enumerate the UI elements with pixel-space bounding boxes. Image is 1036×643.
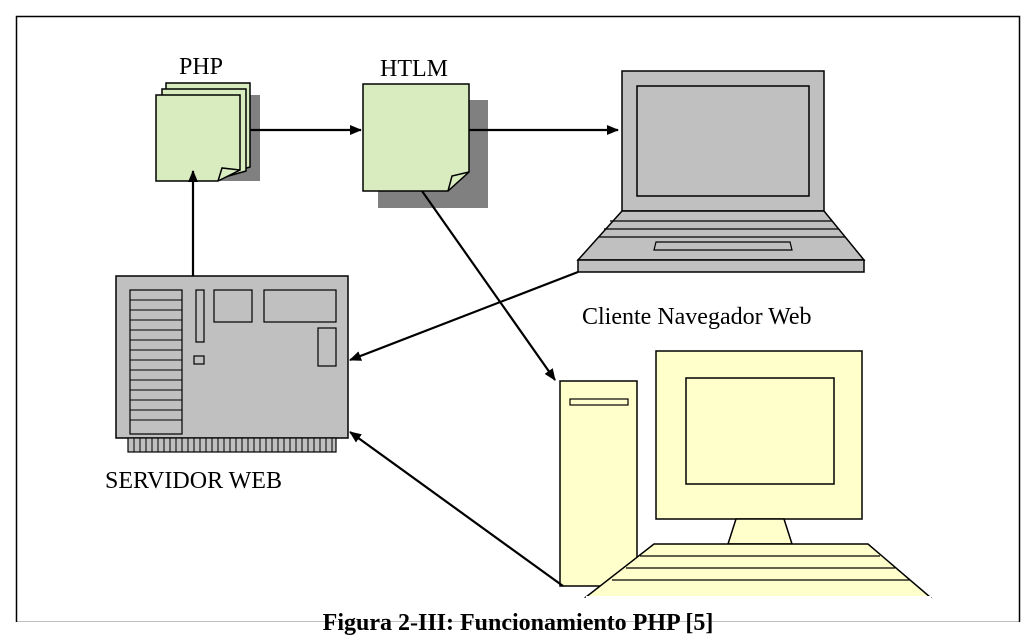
figure-frame	[15, 15, 1021, 622]
laptop-icon	[576, 70, 866, 273]
php-document-stack-icon	[155, 82, 260, 182]
diagram-canvas: PHP HTLM Cliente Navegador Web SERVIDOR …	[15, 15, 1021, 636]
php-label: PHP	[179, 54, 224, 80]
desktop-computer-icon	[559, 350, 933, 601]
client-browser-label: Cliente Navegador Web	[582, 304, 812, 330]
figure-caption: Figura 2-III: Funcionamiento PHP [5]	[322, 610, 714, 636]
arrow-html-to-desktop	[421, 190, 556, 381]
web-server-label: SERVIDOR WEB	[105, 468, 282, 494]
html-document-icon	[362, 83, 488, 208]
html-label: HTLM	[380, 56, 448, 82]
arrow-desktop-to-server	[349, 431, 564, 587]
diagram-svg	[15, 15, 1021, 622]
web-server-icon	[115, 275, 349, 453]
arrow-laptop-to-server	[349, 270, 579, 362]
